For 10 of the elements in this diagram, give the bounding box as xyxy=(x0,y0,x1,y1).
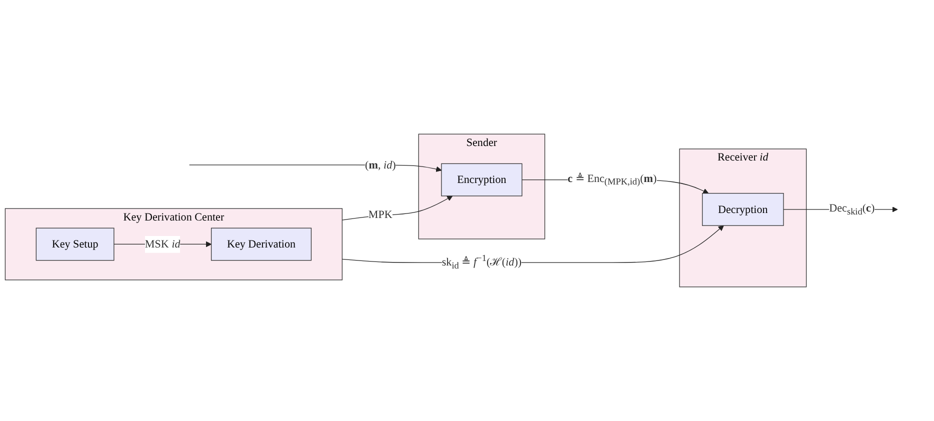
edge-label: Dec$_{sk}$$_{id}$(c) xyxy=(829,202,875,217)
node-box: Decryption xyxy=(702,192,784,226)
node-box: Key Derivation xyxy=(210,228,312,261)
edge-label: c ≜ Enc$_{(MPK,id)}$(m) xyxy=(568,172,657,188)
node-box: Key Setup xyxy=(36,228,114,261)
edge-label: MPK xyxy=(368,208,392,221)
edge-label: sk$_{id}$ ≜ f$^{−1}$(ℋ(id)) xyxy=(442,253,522,271)
edge-label: (m, id) xyxy=(365,158,396,172)
edge-label: MSK id xyxy=(144,238,180,250)
node-box: Encryption xyxy=(441,163,522,196)
